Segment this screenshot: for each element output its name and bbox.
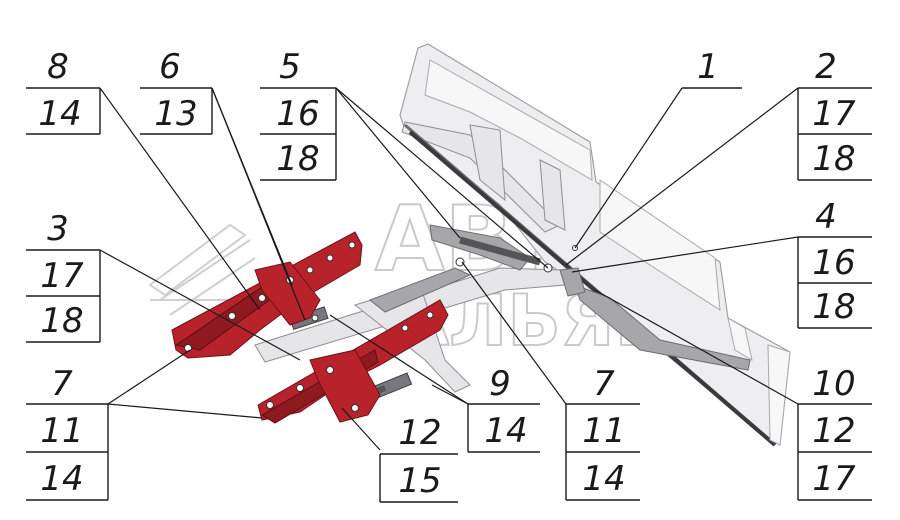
callout-row-number: 17 (812, 459, 856, 499)
callout-top-number: 4 (815, 197, 837, 237)
callout-c-6: 6 13 (140, 47, 213, 135)
callout-top-number: 12 (398, 413, 441, 453)
callout-row-number: 18 (812, 287, 855, 327)
callout-top-number: 5 (279, 47, 301, 87)
callout-row-number: 16 (276, 94, 319, 134)
callout-row-number: 18 (40, 301, 83, 341)
callout-c-7b: 7 11 14 (565, 364, 640, 501)
callout-c-12: 12 15 (379, 413, 458, 503)
callout-top-number: 2 (815, 47, 837, 87)
callout-row-number: 11 (40, 411, 83, 451)
leader-lines (99, 87, 799, 451)
callout-c-9: 9 14 (467, 364, 540, 453)
callout-c-7a: 7 11 14 (26, 364, 109, 501)
callout-row-number: 14 (582, 459, 625, 499)
callout-c-5: 5 16 18 (260, 47, 337, 181)
callout-c-2: 2 17 18 (797, 47, 872, 181)
callout-row-number: 14 (484, 411, 527, 451)
callout-top-number: 7 (51, 364, 73, 404)
callout-top-number: 7 (593, 364, 615, 404)
callout-top-number: 3 (47, 209, 69, 249)
callout-row-number: 12 (812, 411, 855, 451)
callout-row-number: 11 (582, 411, 625, 451)
callout-row-number: 16 (812, 243, 855, 283)
callout-row-number: 13 (154, 94, 197, 134)
callout-c-3: 3 17 18 (26, 209, 101, 343)
callout-top-number: 6 (159, 47, 181, 87)
callout-c-10: 10 12 17 (797, 364, 872, 501)
callout-c-4: 4 16 18 (797, 197, 872, 329)
callout-row-number: 18 (276, 139, 319, 179)
callout-c-8: 8 14 (26, 47, 101, 135)
callout-row-number: 17 (40, 256, 84, 296)
callout-top-number: 9 (489, 364, 511, 404)
callout-row-number: 14 (38, 94, 81, 134)
callout-c-1: 1 (682, 47, 742, 89)
red-mounting-frame (171, 231, 578, 424)
callout-row-number: 18 (812, 139, 855, 179)
callout-top-number: 10 (812, 364, 855, 404)
callout-row-number: 17 (812, 94, 856, 134)
callout-row-number: 15 (398, 461, 441, 501)
callout-top-number: 8 (47, 47, 69, 87)
callout-row-number: 14 (40, 459, 83, 499)
callout-top-number: 1 (697, 47, 719, 87)
